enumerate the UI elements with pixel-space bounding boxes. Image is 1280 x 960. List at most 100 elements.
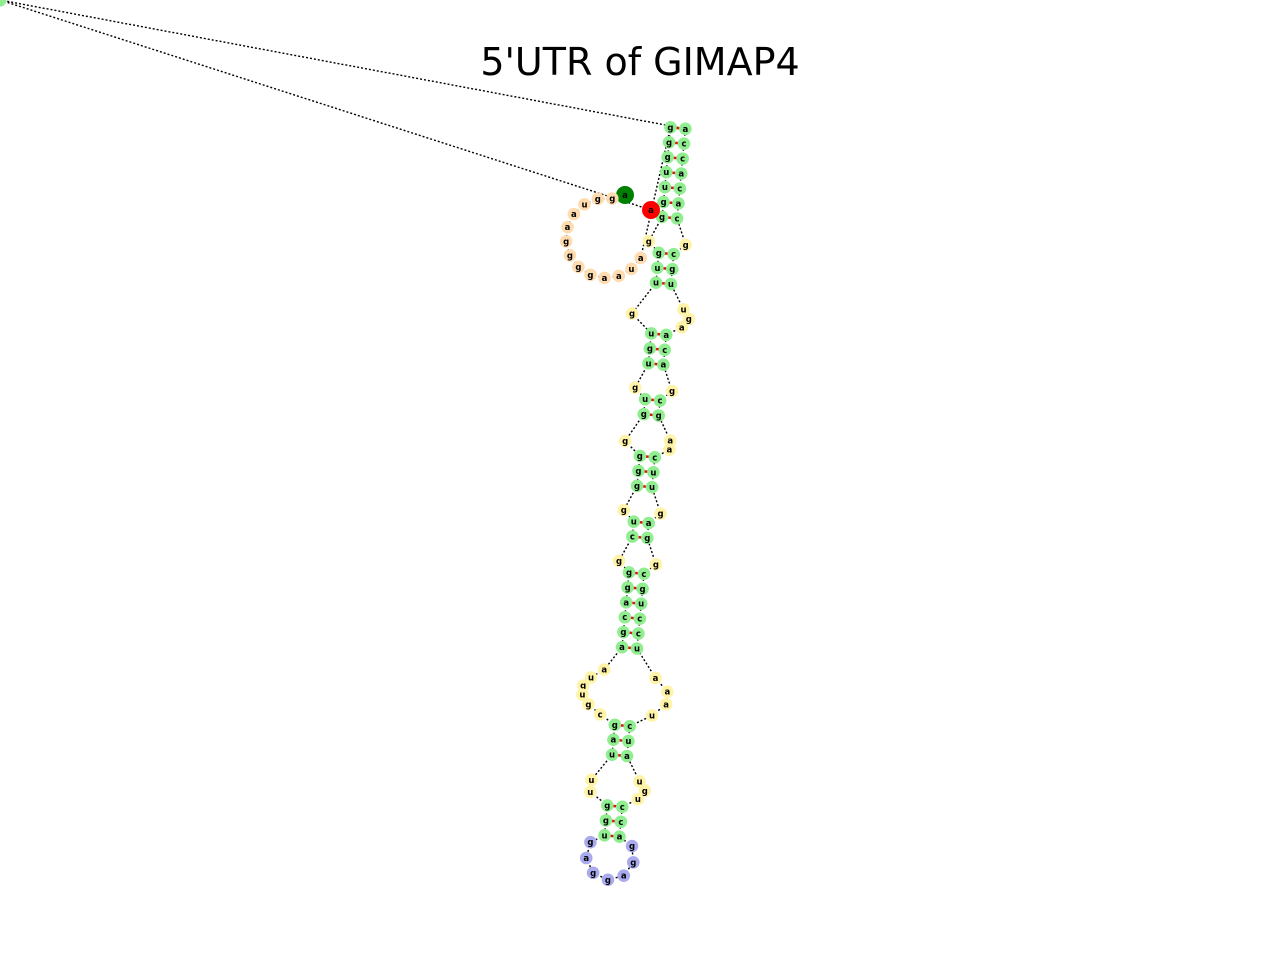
- diagram-title: 5'UTR of GIMAP4: [480, 40, 800, 84]
- nucleotide-hairpin-loop: a: [579, 851, 593, 865]
- nucleotide-circle: [638, 392, 652, 406]
- nucleotide-exterior-loop: u: [578, 197, 591, 211]
- nucleotide-exterior-loop: a: [567, 207, 581, 221]
- nucleotide-stem: g: [662, 136, 676, 149]
- nucleotide-interior-loop: g: [638, 784, 652, 798]
- nucleotide-circle: [661, 150, 674, 164]
- nucleotide-circle: [598, 829, 611, 842]
- nucleotide-label: u: [625, 737, 631, 747]
- nucleotide-interior-loop: g: [654, 507, 667, 520]
- nucleotide-stem: u: [598, 829, 611, 842]
- backbone-link: [0, 0, 652, 211]
- nucleotide-stem: g: [632, 464, 645, 478]
- nucleotide-circle: [582, 697, 595, 711]
- nucleotide-label: g: [629, 310, 635, 320]
- nucleotide-label: a: [638, 254, 644, 264]
- nucleotide-label: g: [632, 384, 638, 394]
- nucleotide-label: u: [653, 279, 659, 289]
- nucleotide-circle: [658, 180, 672, 194]
- nucleotide-label: a: [617, 833, 623, 843]
- nucleotide-circle: [630, 642, 644, 655]
- nucleotide-label: g: [637, 452, 643, 462]
- nucleotide-circle: [657, 358, 670, 372]
- nucleotide-stem: a: [659, 328, 673, 342]
- nucleotide-stem: u: [630, 642, 644, 655]
- nucleotide-label: a: [565, 223, 571, 233]
- nucleotide-circle: [659, 697, 673, 711]
- nucleotide-circle: [585, 773, 598, 787]
- nucleotide-stem: g: [608, 718, 622, 732]
- nucleotide-stem: c: [676, 152, 689, 165]
- nucleotide-label: a: [679, 323, 685, 333]
- nucleotide-circle: [605, 748, 619, 761]
- nucleotide-label: a: [661, 361, 667, 371]
- nucleotide-label: g: [660, 198, 666, 208]
- nucleotide-circle: [625, 839, 639, 853]
- nucleotide-stem: g: [636, 582, 649, 596]
- nucleotide-label: c: [681, 140, 686, 150]
- nucleotide-circle: [633, 612, 647, 625]
- nucleotide-interior-loop: g: [625, 307, 639, 320]
- nucleotide-label: a: [646, 519, 652, 529]
- nucleotide-circle: [670, 212, 684, 225]
- nucleotide-circle: [584, 785, 597, 799]
- nucleotide-circle: [561, 220, 574, 234]
- nucleotide-label: g: [622, 437, 628, 447]
- nucleotide-interior-loop: g: [642, 235, 656, 248]
- nucleotide-circle: [676, 152, 689, 165]
- nucleotide-interior-loop: g: [665, 384, 679, 398]
- nucleotide-interior-loop: g: [618, 434, 632, 448]
- nucleotide-label: g: [635, 467, 641, 477]
- nucleotide-label: g: [642, 787, 648, 797]
- nucleotide-stem: c: [615, 800, 629, 814]
- nucleotide-circle: [633, 449, 647, 463]
- nucleotide-label: u: [648, 329, 654, 339]
- nucleotide-label: u: [645, 359, 651, 369]
- nucleotide-circle: [614, 815, 628, 829]
- nucleotide-circle: [615, 640, 629, 654]
- nucleotide-stem: g: [640, 531, 654, 545]
- nucleotide-exterior-loop: a: [612, 269, 626, 283]
- nucleotide-circle: [618, 434, 632, 448]
- nucleotide-interior-loop: u: [576, 688, 589, 701]
- nucleotide-label: a: [653, 674, 659, 684]
- nucleotide-label: g: [616, 557, 622, 567]
- nucleotide-hairpin-loop: a: [617, 869, 631, 882]
- nucleotide-label: a: [611, 736, 617, 746]
- nucleotide-circle: [617, 869, 631, 882]
- nucleotide-circle: [665, 384, 679, 398]
- nucleotide-circle: [619, 596, 633, 609]
- nucleotide-circle: [679, 238, 692, 252]
- nucleotide-label: u: [668, 280, 674, 290]
- nucleotide-stem: a: [679, 122, 692, 136]
- nucleotide-stem: u: [647, 465, 660, 479]
- nucleotide-circle: [637, 407, 651, 421]
- nucleotide-label: a: [683, 125, 689, 135]
- nucleotide-circle: [642, 357, 655, 370]
- nucleotide-label: g: [666, 138, 672, 148]
- nucleotide-hairpin-loop: g: [584, 835, 597, 849]
- nucleotide-label: g: [567, 251, 573, 261]
- nucleotide-label: u: [581, 200, 587, 210]
- nucleotide-stem: u: [644, 327, 658, 340]
- nucleotide-circle: [620, 749, 634, 763]
- nucleotide-hairpin-loop: g: [601, 873, 615, 887]
- nucleotide-label: g: [587, 838, 593, 848]
- nucleotide-stem: c: [677, 137, 691, 150]
- nucleotide-label: u: [637, 777, 643, 787]
- nucleotide-circle: [679, 122, 692, 136]
- nucleotide-circle: [630, 479, 644, 493]
- nucleotide-circle: [622, 566, 636, 579]
- nucleotide-circle: [597, 663, 611, 676]
- nucleotide-stem: c: [632, 627, 645, 640]
- nucleotide-stem: u: [638, 392, 652, 406]
- nucleotide-stem: a: [672, 197, 685, 210]
- nucleotide-label: a: [616, 272, 622, 282]
- nucleotide-label: c: [680, 155, 685, 165]
- nucleotide-exterior-loop: a: [561, 220, 574, 234]
- nucleotide-interior-loop: g: [612, 554, 626, 568]
- nucleotide-interior-loop: g: [649, 558, 663, 571]
- nucleotide-label: u: [634, 645, 640, 655]
- nucleotide-circle: [615, 800, 629, 814]
- nucleotide-circle: [584, 268, 597, 282]
